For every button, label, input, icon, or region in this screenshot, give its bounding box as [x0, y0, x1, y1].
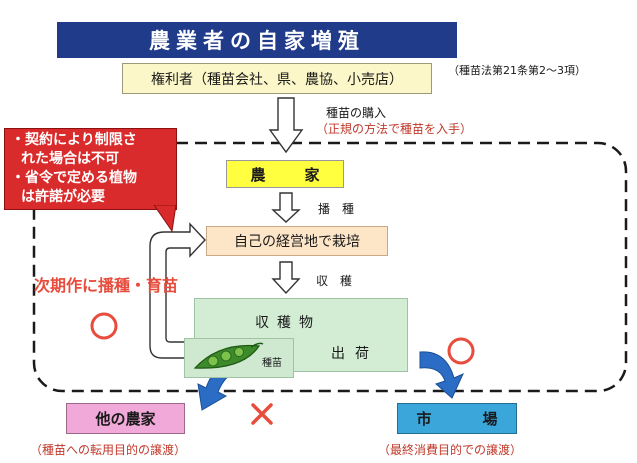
purchase-label: 種苗の購入 [326, 106, 387, 120]
callout-pointer [153, 205, 177, 233]
purchase-subtext: （正規の方法で種苗を入手） [316, 122, 473, 136]
prohibited-x-icon [251, 403, 273, 425]
rights-holders-box: 権利者（種苗会社、県、農協、小売店） [122, 63, 432, 94]
allowed-circle-icon [447, 337, 475, 365]
market-note: （最終消費目的での譲渡） [378, 443, 523, 457]
seed-label: 種苗 [262, 358, 282, 369]
farm-boundary [32, 141, 628, 393]
farmer-box: 農 家 [226, 160, 344, 188]
sowing-arrow [271, 192, 301, 223]
replant-loop-arrow [149, 222, 206, 359]
harvest-arrow [271, 261, 301, 295]
purchase-arrow [268, 97, 304, 154]
shipping-label: 出荷 [331, 346, 379, 362]
seed-pod-icon [193, 342, 264, 369]
callout-line-2: れた場合は不可 [21, 151, 119, 167]
allowed-circle-icon [90, 312, 118, 340]
seed-box [184, 338, 294, 378]
page-title: 農業者の自家増殖 [57, 22, 457, 58]
sowing-label: 播 種 [318, 202, 355, 216]
market-box: 市 場 [397, 403, 517, 434]
crop-label: 収穫物 [255, 315, 321, 331]
callout-line-3: ・省令で定める植物 [11, 170, 137, 186]
restriction-callout: ・契約により制限さ れた場合は不可 ・省令で定める植物 は許諾が必要 [4, 128, 177, 210]
shipping-arrow [419, 351, 465, 399]
law-reference: （種苗法第21条第2～3項） [448, 64, 586, 77]
cultivation-box: 自己の経営地で栽培 [206, 226, 388, 256]
other-farmer-box: 他の農家 [66, 403, 185, 434]
callout-line-4: は許諾が必要 [21, 189, 105, 205]
callout-line-1: ・契約により制限さ [11, 132, 137, 148]
harvesting-label: 収 穫 [316, 274, 353, 288]
replant-label: 次期作に播種・育苗 [34, 276, 179, 295]
other-farmer-note: （種苗への転用目的の譲渡） [30, 443, 187, 457]
